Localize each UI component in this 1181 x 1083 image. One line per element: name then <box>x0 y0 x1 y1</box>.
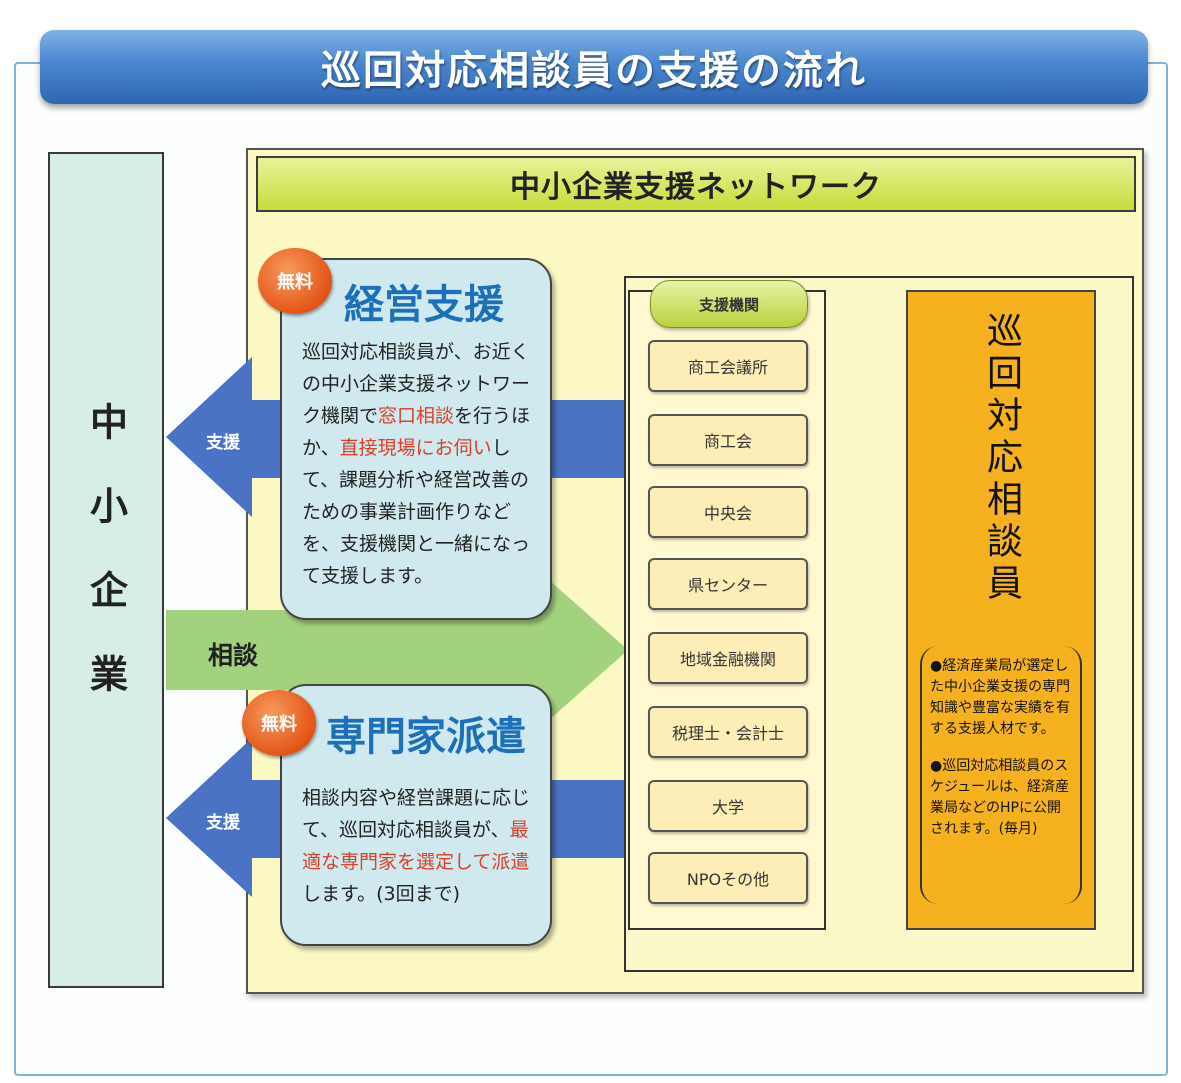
org-item-label: 県センター <box>687 576 768 595</box>
management-support-body: 巡回対応相談員が、お近くの中小企業支援ネットワーク機関で窓口相談を行うほか、直接… <box>302 336 540 592</box>
management-support-text-1: 巡回対応相談員が、お近くの中小企業支援ネットワーク機関で <box>302 341 531 427</box>
management-support-card <box>280 258 552 620</box>
advisor-note: ●経済産業局が選定した中小企業支援の専門知識や豊富な実績を有する支援人材です。 … <box>920 646 1082 904</box>
advisor-title-box: 巡回対応相談員 <box>974 312 1028 642</box>
management-support-highlight-1: 窓口相談 <box>378 405 455 427</box>
org-item: 地域金融機関 <box>648 632 808 684</box>
org-item-label: 商工会議所 <box>687 358 768 377</box>
org-item-label: 大学 <box>711 798 744 817</box>
org-item-label: 中央会 <box>703 504 752 523</box>
support-orgs-header: 支援機関 <box>650 280 808 328</box>
support-arrow-bottom-label: 支援 <box>206 813 240 833</box>
advisor-panel <box>906 290 1096 930</box>
org-item: 商工会議所 <box>648 340 808 392</box>
free-badge-expert-label: 無料 <box>261 714 297 735</box>
advisor-title: 巡回対応相談員 <box>981 312 1022 606</box>
expert-dispatch-text-2: します。(3回まで) <box>302 883 461 905</box>
advisor-note-2: ●巡回対応相談員のスケジュールは、経済産業局などのHPに公開されます。(毎月) <box>930 758 1070 837</box>
sme-column: 中小企業 <box>48 152 164 988</box>
org-item: 県センター <box>648 558 808 610</box>
network-title: 中小企業支援ネットワーク <box>510 170 882 205</box>
org-item: 大学 <box>648 780 808 832</box>
org-item: 税理士・会計士 <box>648 706 808 758</box>
org-item: 中央会 <box>648 486 808 538</box>
management-support-text-3: して、課題分析や経営改善のための事業計画作りなどを、支援機関と一緒になって支援し… <box>302 437 531 587</box>
free-badge-management: 無料 <box>258 248 332 314</box>
consult-arrow-label: 相談 <box>208 641 259 670</box>
expert-dispatch-highlight: 最適な専門家を選定して派遣 <box>302 819 530 873</box>
expert-dispatch-body: 相談内容や経営課題に応じて、巡回対応相談員が、最適な専門家を選定して派遣します。… <box>302 782 540 910</box>
free-badge-management-label: 無料 <box>277 272 313 293</box>
org-item-label: 商工会 <box>703 432 752 451</box>
page-title: 巡回対応相談員の支援の流れ <box>321 48 867 94</box>
org-item: 商工会 <box>648 414 808 466</box>
expert-dispatch-card <box>280 684 552 946</box>
management-support-text-2: を行うほか、 <box>302 405 531 459</box>
network-header: 中小企業支援ネットワーク <box>256 156 1136 212</box>
org-item-label: NPOその他 <box>686 870 770 889</box>
expert-dispatch-title: 専門家派遣 <box>326 714 526 760</box>
sme-label: 中小企業 <box>83 402 128 738</box>
advisor-note-1: ●経済産業局が選定した中小企業支援の専門知識や豊富な実績を有する支援人材です。 <box>930 658 1070 737</box>
expert-dispatch-text-1: 相談内容や経営課題に応じて、巡回対応相談員が、 <box>302 787 531 841</box>
free-badge-expert: 無料 <box>242 690 316 756</box>
support-orgs-header-label: 支援機関 <box>698 295 759 314</box>
org-item-label: 地域金融機関 <box>679 650 776 669</box>
management-support-title: 経営支援 <box>344 282 504 328</box>
management-support-highlight-2: 直接現場にお伺い <box>339 437 492 459</box>
title-bar: 巡回対応相談員の支援の流れ <box>40 30 1148 104</box>
org-item: NPOその他 <box>648 852 808 904</box>
support-arrow-top-label: 支援 <box>206 433 240 453</box>
org-item-label: 税理士・会計士 <box>671 724 784 743</box>
